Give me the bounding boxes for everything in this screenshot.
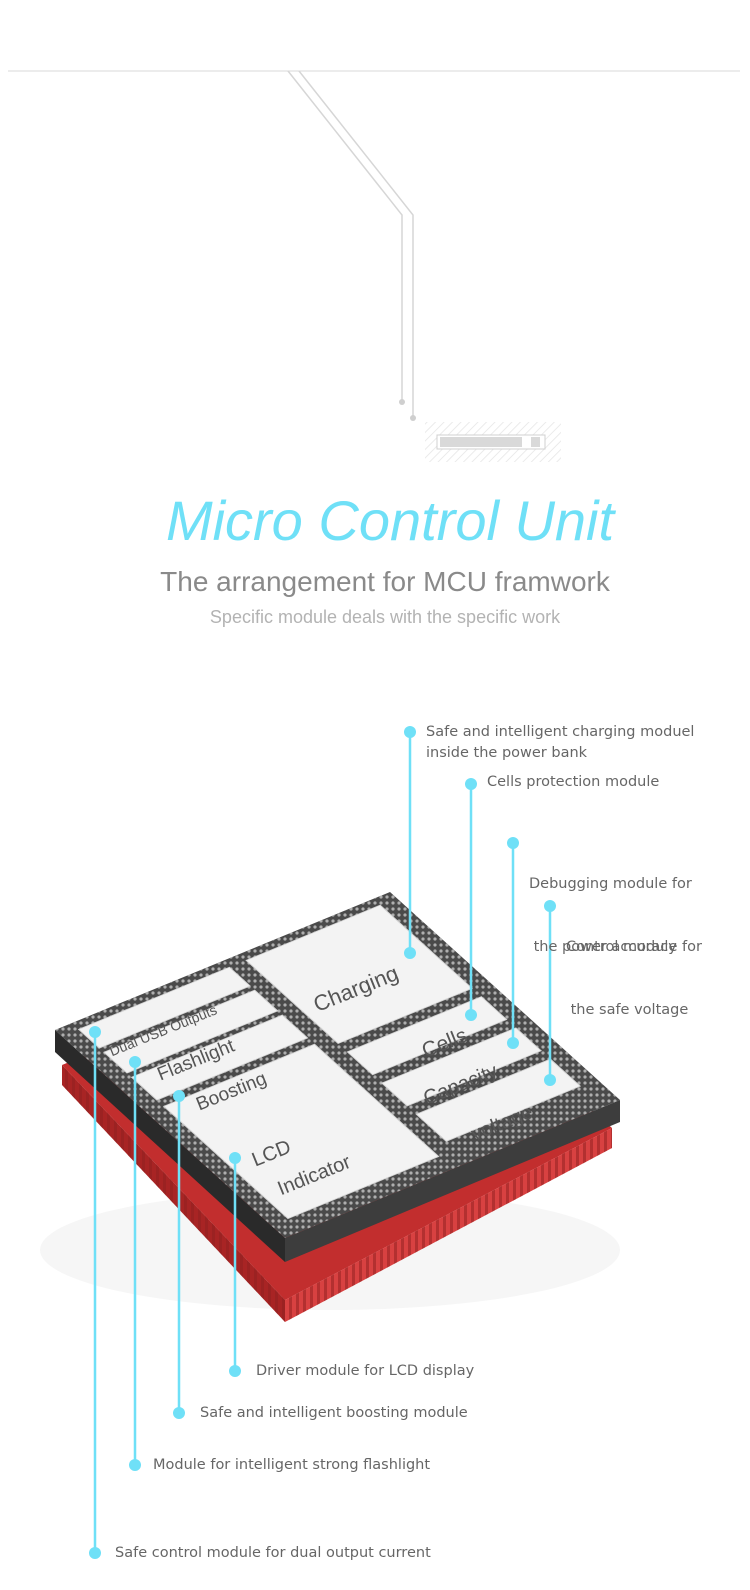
- module-voltage: [415, 1058, 582, 1142]
- callout-flashlight: Module for intelligent strong flashlight: [153, 1457, 431, 1473]
- trace-dot: [410, 415, 416, 421]
- battery-icon: [425, 422, 561, 462]
- page-tagline: Specific module deals with the specific …: [209, 607, 561, 627]
- callout-voltage: Control module for the safe voltage: [566, 895, 702, 1042]
- callout-text: inside the power bank: [426, 745, 588, 761]
- page-title: Micro Control Unit: [165, 489, 615, 552]
- callout-boosting: Safe and intelligent boosting module: [200, 1405, 468, 1421]
- page-subtitle: The arrangement for MCU framwork: [160, 566, 610, 597]
- callout-charging: Safe and intelligent charging moduel ins…: [426, 722, 694, 764]
- callout-lines: [89, 726, 556, 1559]
- module-capacity: [381, 1027, 542, 1107]
- callout-text: the safe voltage: [566, 1002, 689, 1018]
- callout-capacity: Debugging module for the power accuracy: [529, 832, 692, 979]
- callout-text: Control module for: [566, 939, 702, 955]
- module-boosting: [130, 1014, 309, 1101]
- callout-text: Safe and intelligent charging moduel: [426, 724, 695, 740]
- circuit-decoration: [8, 70, 740, 462]
- callout-text: the power accuracy: [529, 939, 677, 955]
- module-charging: [245, 904, 473, 1045]
- callout-dual-usb: Safe control module for dual output curr…: [115, 1545, 431, 1561]
- module-flashlight: [103, 989, 279, 1074]
- callout-text: Debugging module for: [529, 876, 692, 892]
- callout-cells: Cells protection module: [487, 772, 659, 793]
- module-dual-usb: [77, 966, 251, 1049]
- module-lcd: [162, 1043, 440, 1220]
- callout-text: Cells protection module: [487, 774, 660, 790]
- circuit-trace: [298, 70, 414, 417]
- trace-dot: [399, 399, 405, 405]
- circuit-trace: [287, 70, 403, 400]
- callout-lcd: Driver module for LCD display: [256, 1363, 475, 1379]
- black-board-side: [55, 1030, 285, 1262]
